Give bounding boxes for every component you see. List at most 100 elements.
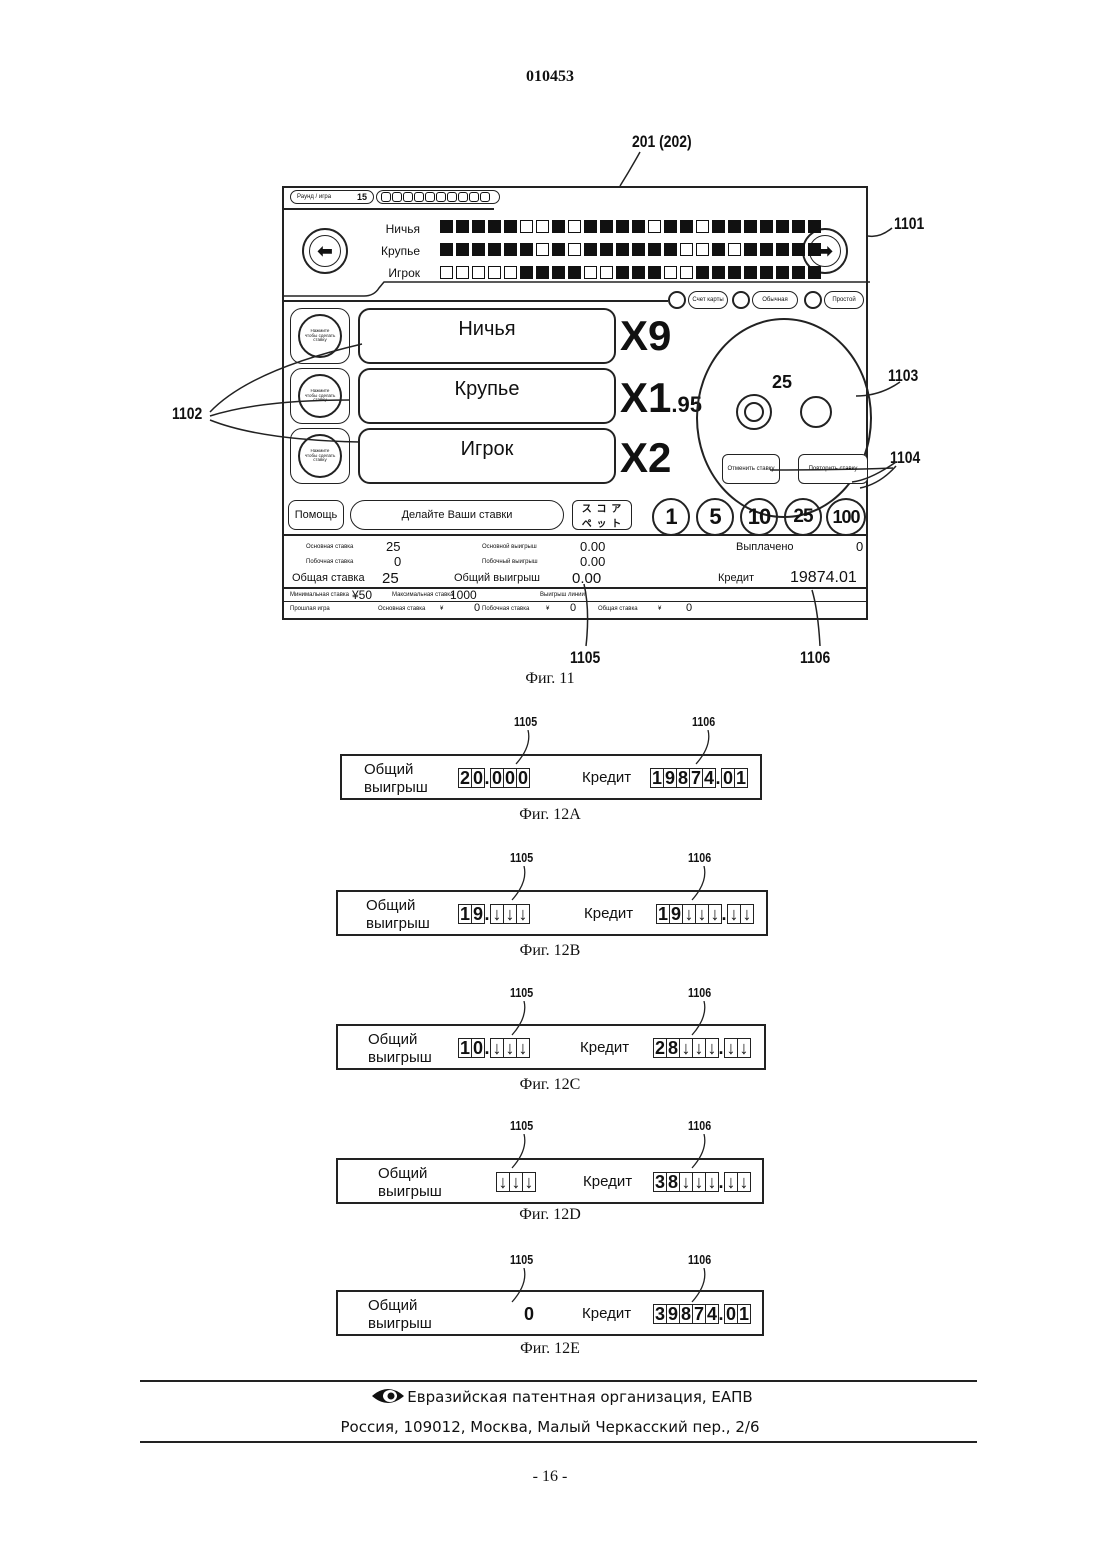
history-cell: [680, 243, 693, 256]
credit-digit: 7: [689, 768, 703, 788]
prev-side-value: 0: [570, 602, 576, 614]
history-cell: [744, 220, 757, 233]
mode-radio[interactable]: [668, 291, 686, 309]
history-cell: [536, 220, 549, 233]
leader-1105: [516, 730, 529, 764]
fig12-leader-lines: [340, 730, 762, 770]
repeat-bet-button[interactable]: Повторить ставку: [798, 454, 868, 484]
prev-button[interactable]: ⬅: [302, 228, 348, 274]
bet-player-box[interactable]: Игрок: [358, 428, 616, 484]
chip-1[interactable]: 1: [652, 498, 690, 536]
rolling-digit-icon: ↓: [682, 904, 696, 924]
bet-banker-hint: Нажмите чтобы сделать ставку: [298, 374, 342, 418]
main-win-label: Основной выигрыш: [482, 544, 537, 550]
line-win-label: Выигрыш линии: [540, 592, 585, 598]
history-cell: [600, 243, 613, 256]
history-cell: [520, 243, 533, 256]
history-slot: [458, 192, 468, 202]
mode-card-count[interactable]: Счет карты: [688, 291, 728, 309]
rolling-digit-icon: ↓: [727, 904, 741, 924]
rolling-digit-icon: ↓: [705, 1038, 719, 1058]
chip-100[interactable]: 100: [826, 498, 866, 536]
fig12-leader-lines: [336, 866, 768, 906]
history-cell: [440, 243, 453, 256]
paid-label: Выплачено: [736, 541, 794, 553]
max-bet-value: 1000: [450, 588, 477, 602]
history-cell: [472, 243, 485, 256]
history-slot: [447, 192, 457, 202]
cancel-bet-button[interactable]: Отменить ставку: [722, 454, 780, 484]
rolling-digit-icon: ↓: [516, 904, 530, 924]
history-cell: [776, 220, 789, 233]
history-cell: [616, 243, 629, 256]
prev-main-label: Основная ставка: [378, 606, 425, 612]
chip-10[interactable]: 10: [740, 498, 778, 536]
leader-1105: [512, 1001, 525, 1035]
history-cell: [744, 243, 757, 256]
ref-1105: 1105: [510, 1118, 533, 1133]
rolling-digit-icon: ↓: [737, 1172, 751, 1192]
history-cell: [808, 243, 821, 256]
paid-value: 0: [856, 539, 863, 554]
rolling-digit-icon: ↓: [496, 1172, 510, 1192]
bet-player-place-button[interactable]: Нажмите чтобы сделать ставку: [290, 428, 350, 484]
leader-1106: [692, 1001, 705, 1035]
leader-1106: [692, 866, 705, 900]
bet-draw-place-button[interactable]: Нажмите чтобы сделать ставку: [290, 308, 350, 364]
ref-1105: 1105: [514, 714, 537, 729]
bet-draw-box[interactable]: Ничья: [358, 308, 616, 364]
payout-banker: X1.95: [620, 374, 702, 422]
history-slot: [469, 192, 479, 202]
document-number: 010453: [0, 68, 1100, 86]
footer-address: Россия, 109012, Москва, Малый Черкасский…: [0, 1418, 1100, 1436]
win-digit: 9: [471, 904, 485, 924]
history-cell: [552, 243, 565, 256]
chip-25[interactable]: 25: [784, 498, 822, 536]
side-win-value: 0.00: [580, 554, 605, 569]
credit-digit: 9: [669, 904, 683, 924]
bet-banker-box[interactable]: Крупье: [358, 368, 616, 424]
rolling-digit-icon: ↓: [724, 1038, 738, 1058]
total-win-value: 20.000: [458, 768, 529, 788]
credit-digit: 2: [653, 1038, 667, 1058]
mode-simple[interactable]: Простой: [824, 291, 864, 309]
score-reset-button[interactable]: ス コ ア ペ ッ ト: [572, 500, 632, 530]
total-win-value: 0.00: [572, 570, 601, 587]
credit-digit: 3: [653, 1172, 667, 1192]
help-button[interactable]: Помощь: [288, 500, 344, 530]
history-cell: [568, 220, 581, 233]
payout-player-value: X2: [620, 434, 671, 481]
history-cell: [648, 220, 661, 233]
ref-1106: 1106: [800, 648, 830, 668]
rolling-digit-icon: ↓: [695, 904, 709, 924]
history-cell: [664, 220, 677, 233]
chip-5[interactable]: 5: [696, 498, 734, 536]
rolling-digit-icon: ↓: [516, 1038, 530, 1058]
wheel-knob-right[interactable]: [800, 396, 832, 428]
history-slot: [480, 192, 490, 202]
fig12-caption: Фиг. 12D: [0, 1206, 1100, 1224]
rolling-digit-icon: ↓: [708, 904, 722, 924]
rolling-digit-icon: ↓: [692, 1038, 706, 1058]
bet-banker-place-button[interactable]: Нажмите чтобы сделать ставку: [290, 368, 350, 424]
mode-normal[interactable]: Обычная: [752, 291, 798, 309]
prev-total-value: 0: [686, 602, 692, 614]
credit-value: 38↓↓↓.↓↓: [653, 1172, 750, 1192]
rolling-digit-icon: ↓: [705, 1172, 719, 1192]
bet-wheel: [696, 318, 872, 518]
side-bet-value: 0: [394, 554, 401, 569]
prev-side-label: Побочная ставка: [482, 606, 529, 612]
credit-digit: 9: [663, 768, 677, 788]
mode-radio[interactable]: [804, 291, 822, 309]
ref-1105: 1105: [510, 985, 533, 1000]
row-label-banker: Крупье: [360, 244, 420, 258]
history-cell: [504, 220, 517, 233]
bet-row-player: Нажмите чтобы сделать ставку Игрок: [290, 428, 630, 488]
bet-player-hint: Нажмите чтобы сделать ставку: [298, 434, 342, 478]
arrow-left-icon: ⬅: [309, 235, 341, 267]
history-slot: [381, 192, 391, 202]
mode-radio[interactable]: [732, 291, 750, 309]
fig12-caption: Фиг. 12A: [0, 806, 1100, 824]
leader-1105: [512, 1268, 525, 1302]
bet-row-banker: Нажмите чтобы сделать ставку Крупье: [290, 368, 630, 428]
